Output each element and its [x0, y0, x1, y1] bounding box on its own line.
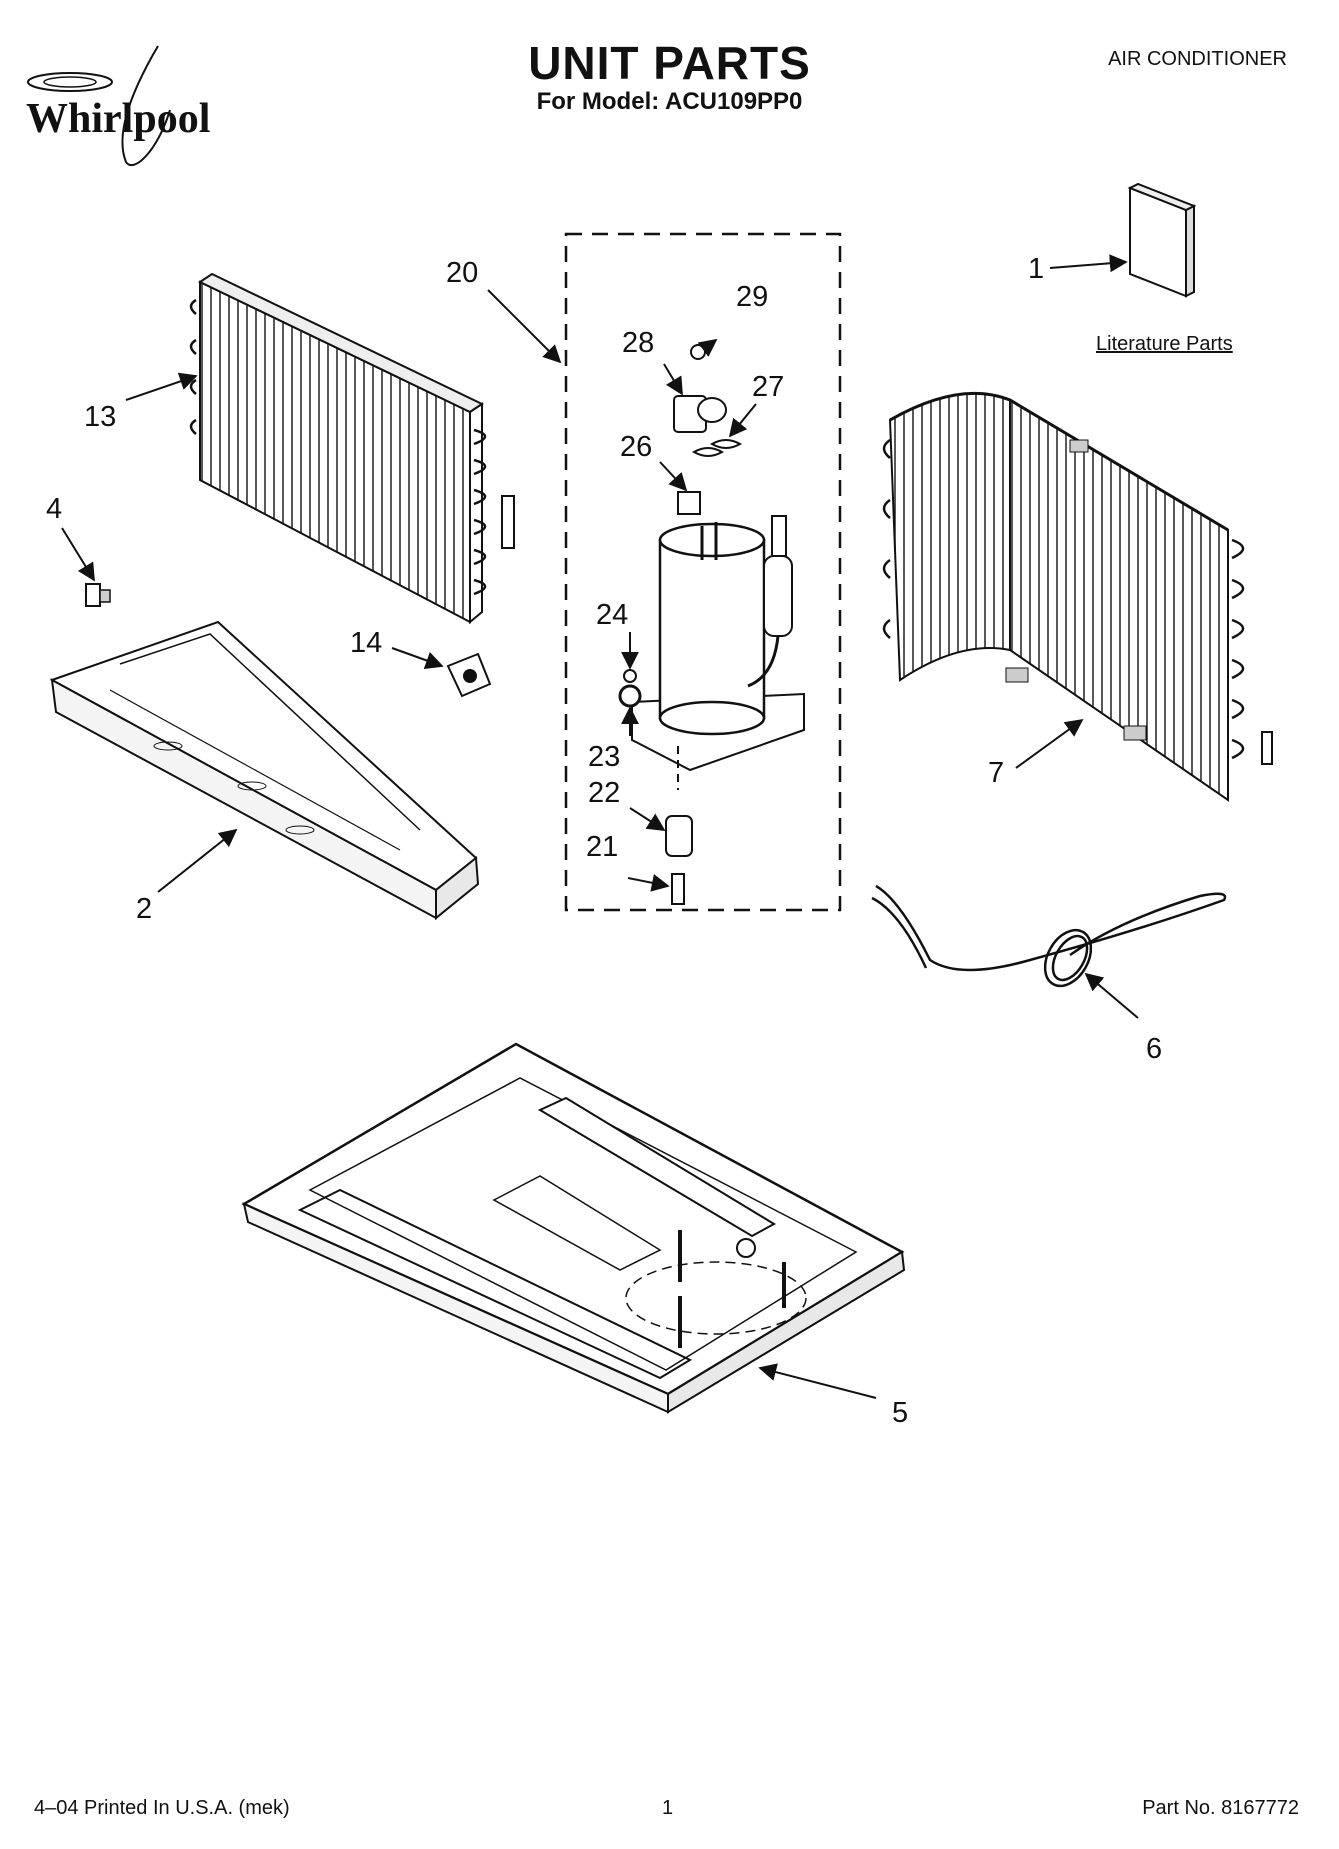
- whirlpool-logo: Whirlpool: [26, 45, 210, 167]
- sensor-wire: [871, 884, 1227, 988]
- callout-24: 24: [596, 599, 628, 631]
- callout-4: 4: [46, 493, 62, 525]
- part-number: Part No. 8167772: [1142, 1797, 1299, 1819]
- page-number: 1: [662, 1797, 674, 1819]
- compressor-mount: [446, 652, 492, 698]
- compressor-assembly-group: [564, 232, 842, 912]
- callout-2: 2: [136, 893, 152, 925]
- compressor: [618, 344, 805, 905]
- model-subtitle: For Model: ACU109PP0: [536, 88, 803, 115]
- callout-1: 1: [1028, 253, 1044, 285]
- callout-21: 21: [586, 831, 618, 863]
- drain-pan: [49, 620, 480, 921]
- evaporator-coil: [882, 391, 1273, 802]
- callout-6: 6: [1146, 1033, 1162, 1065]
- callout-29: 29: [736, 281, 768, 313]
- page-title: UNIT PARTS: [528, 37, 811, 89]
- callout-26: 26: [620, 431, 652, 463]
- callout-23: 23: [588, 741, 620, 773]
- svg-text:Whirlpool: Whirlpool: [26, 96, 210, 142]
- callout-22: 22: [588, 777, 620, 809]
- literature-booklet: [1127, 182, 1197, 298]
- condenser-coil: [189, 272, 515, 625]
- leader-arrows: [61, 254, 1139, 1399]
- product-category: AIR CONDITIONER: [1108, 48, 1287, 70]
- callout-28: 28: [622, 327, 654, 359]
- callout-27: 27: [752, 371, 784, 403]
- callout-13: 13: [84, 401, 116, 433]
- callout-5: 5: [892, 1397, 908, 1429]
- callout-14: 14: [350, 627, 382, 659]
- callout-7: 7: [988, 757, 1004, 789]
- print-info: 4–04 Printed In U.S.A. (mek): [34, 1797, 290, 1819]
- base-pan: [241, 1042, 906, 1414]
- callout-20: 20: [446, 257, 478, 289]
- literature-parts-label: Literature Parts: [1096, 333, 1233, 355]
- bracket-part: [85, 583, 111, 607]
